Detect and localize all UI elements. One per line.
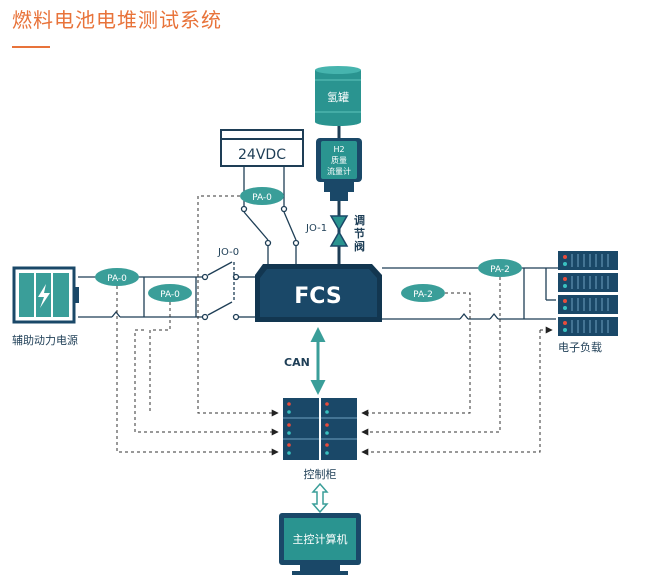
pa0-top-label: PA-0 — [252, 193, 272, 203]
aux-battery-icon — [12, 266, 79, 324]
pa0-left-top-label: PA-0 — [107, 274, 127, 284]
page-title: 燃料电池电堆测试系统 — [12, 8, 222, 32]
can-label: CAN — [284, 356, 310, 369]
power-supply-24vdc: 24VDC — [220, 129, 304, 167]
valve-label-3: 阀 — [354, 239, 365, 253]
mass-flow-meter: H2 质量 流量计 — [316, 138, 362, 201]
jo1-label: JO-1 — [305, 223, 327, 234]
signal-lines-left — [116, 195, 279, 456]
regulator-valve-icon — [329, 215, 349, 247]
host-computer-icon: 主控计算机 — [279, 513, 361, 575]
pa2-inner-label: PA-2 — [413, 290, 433, 300]
fcs-stack: FCS — [255, 264, 382, 322]
signal-lines-right — [361, 277, 553, 456]
host-pc-label: 主控计算机 — [293, 532, 348, 546]
power-supply-wiring — [240, 166, 300, 265]
pa2-inner-oval: PA-2 — [401, 284, 445, 302]
jo0-label: JO-0 — [217, 247, 239, 258]
title-underline — [12, 46, 50, 48]
mass-flow-line2: 质量 — [331, 155, 347, 165]
control-cabinet-label: 控制柜 — [304, 467, 337, 481]
pa0-left-top-oval: PA-0 — [95, 268, 139, 286]
control-cabinet — [283, 398, 357, 460]
h2-tank-label: 氢罐 — [327, 90, 349, 104]
e-load-rack — [558, 251, 618, 336]
hydrogen-tank: 氢罐 — [315, 66, 361, 126]
fcs-label: FCS — [294, 284, 341, 309]
pa0-left-bottom-oval: PA-0 — [148, 284, 192, 302]
mass-flow-line1: H2 — [333, 145, 344, 154]
cabinet-pc-link — [311, 482, 329, 514]
main-power-bus — [78, 261, 564, 321]
pa0-top-oval: PA-0 — [240, 187, 284, 205]
valve-label-1: 调 — [354, 213, 365, 227]
aux-power-label: 辅助动力电源 — [12, 333, 78, 347]
valve-label-2: 节 — [354, 226, 365, 240]
e-load-label: 电子负载 — [558, 340, 602, 354]
pa2-right-label: PA-2 — [490, 265, 510, 275]
pa2-right-oval: PA-2 — [478, 259, 522, 277]
power-supply-label: 24VDC — [238, 147, 286, 163]
mass-flow-line3: 流量计 — [327, 166, 351, 176]
pa0-left-bottom-label: PA-0 — [160, 290, 180, 300]
